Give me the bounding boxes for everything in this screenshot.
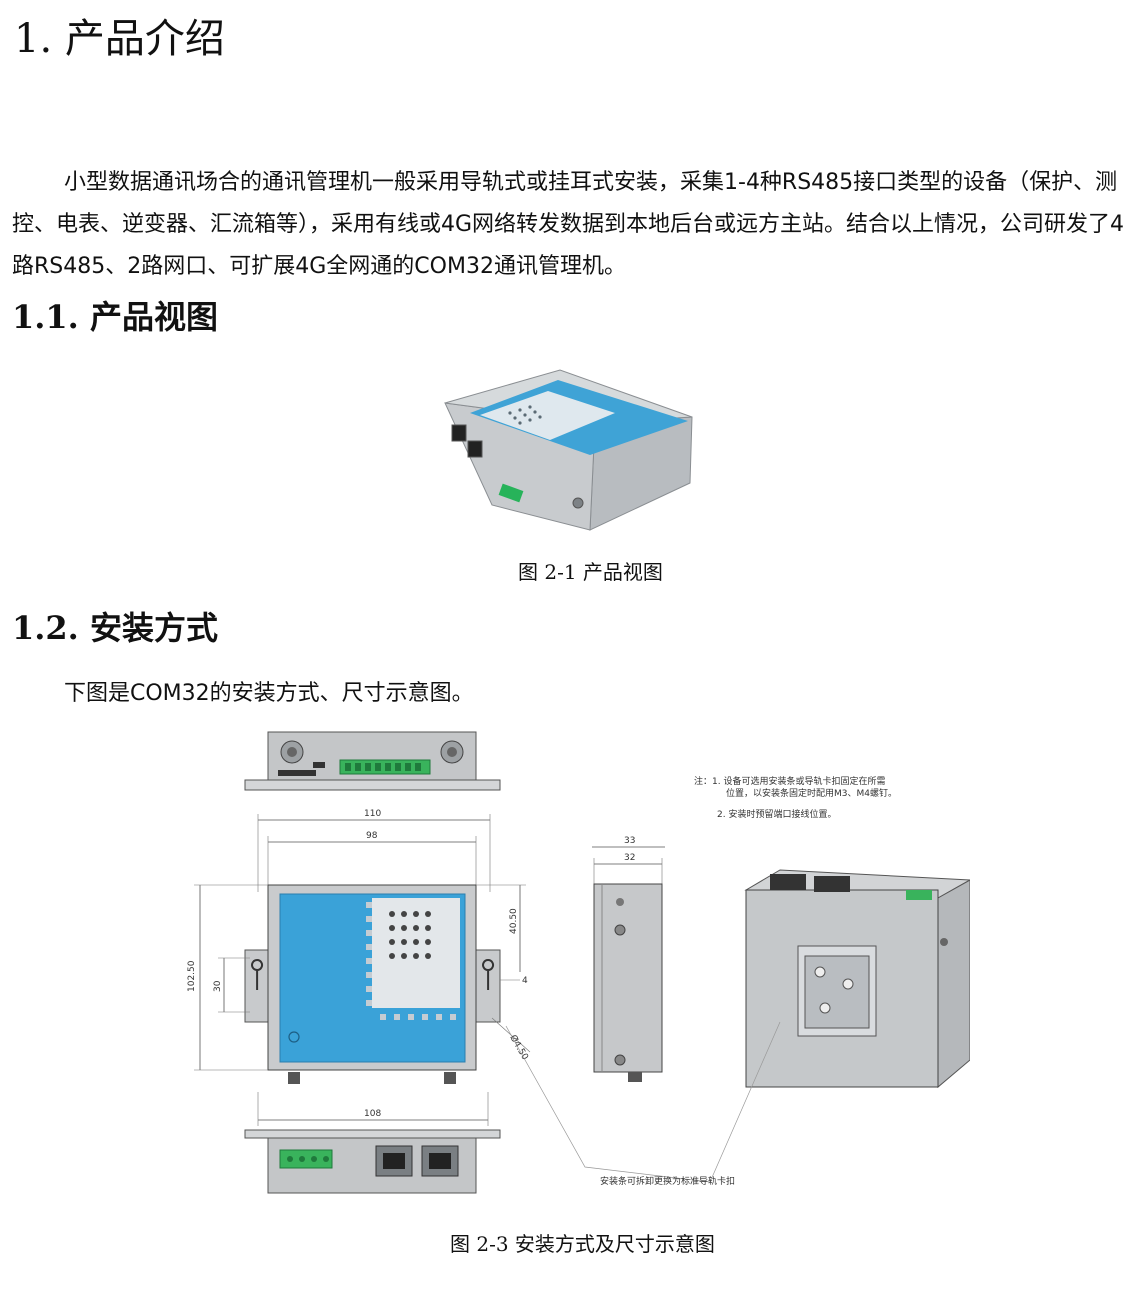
section-title-product-view: 1.1. 产品视图 bbox=[12, 298, 218, 336]
dim-98-label: 98 bbox=[366, 831, 378, 841]
dim-30-label: 30 bbox=[213, 980, 223, 992]
dim-32-label: 32 bbox=[624, 853, 635, 863]
note-line-3: 2. 安装时预留端口接线位置。 bbox=[717, 808, 836, 820]
note-line-2: 位置，以安装条固定时配用M3、M4螺钉。 bbox=[726, 787, 897, 799]
front-view: 110 98 102. bbox=[187, 809, 531, 1126]
intro-paragraph: 小型数据通讯场合的通讯管理机一般采用导轨式或挂耳式安装，采集1-4种RS485接… bbox=[12, 162, 1130, 288]
callout-text: 安装条可拆卸更换为标准导轨卡扣 bbox=[600, 1175, 735, 1187]
section-title-installation: 1.2. 安装方式 bbox=[12, 609, 218, 647]
figure-caption-product-view: 图 2-1 产品视图 bbox=[518, 560, 663, 584]
dim-110-label: 110 bbox=[364, 809, 381, 819]
dim-102-50-label: 102.50 bbox=[187, 960, 197, 992]
dim-40-50-label: 40.50 bbox=[509, 908, 519, 934]
page-title: 1. 产品介绍 bbox=[14, 16, 225, 62]
top-view bbox=[244, 731, 501, 791]
side-view: 33 32 bbox=[592, 836, 665, 1082]
dim-33-label: 33 bbox=[624, 836, 635, 846]
product-photo bbox=[444, 369, 693, 531]
installation-drawing: 110 98 102. bbox=[187, 731, 970, 1194]
intro-paragraph-text: 小型数据通讯场合的通讯管理机一般采用导轨式或挂耳式安装，采集1-4种RS485接… bbox=[12, 170, 1125, 279]
dim-phi-label: Ø4.50 bbox=[507, 1033, 530, 1062]
dim-108-label: 108 bbox=[364, 1109, 381, 1119]
dim-4-label: 4 bbox=[522, 976, 528, 986]
bottom-view bbox=[244, 1129, 501, 1194]
rear-view-din-clip bbox=[744, 869, 970, 1089]
installation-paragraph: 下图是COM32的安装方式、尺寸示意图。 bbox=[64, 681, 474, 706]
note-line-1: 注：1. 设备可选用安装条或导轨卡扣固定在所需 bbox=[694, 775, 885, 787]
figure-caption-installation: 图 2-3 安装方式及尺寸示意图 bbox=[450, 1232, 715, 1256]
